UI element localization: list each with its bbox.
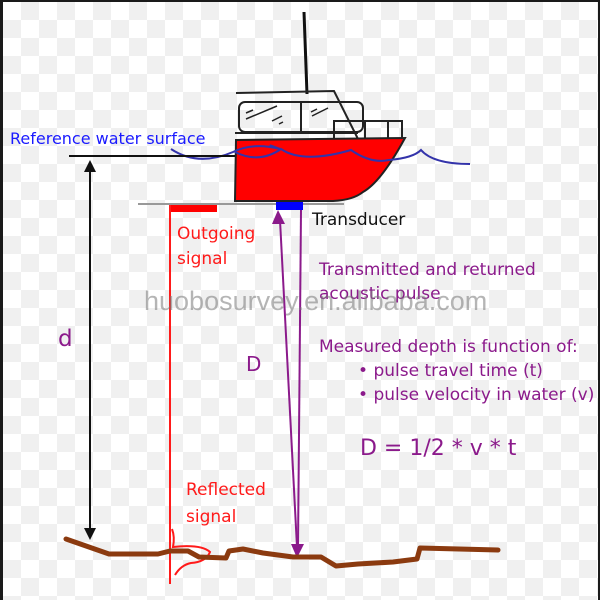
boat-mast — [302, 11, 309, 95]
arrow-down-icon — [291, 544, 304, 558]
reflected-signal-label-line2: signal — [186, 507, 237, 527]
watermark: huobosurvey.en.alibaba.com — [144, 286, 488, 316]
depth-formula: D = 1/2 * v * t — [360, 436, 517, 461]
boat-deck-rail — [333, 120, 403, 138]
arrow-up-icon — [272, 210, 285, 224]
transmit-pulse-line — [297, 209, 302, 548]
function-factors-list: pulse travel time (t) pulse velocity in … — [358, 359, 594, 407]
arrow-down-icon — [84, 528, 96, 540]
transducer-label: Transducer — [312, 210, 406, 230]
depth-D-label: D — [246, 352, 262, 376]
reflected-signal-label-line1: Reflected — [186, 480, 266, 500]
outgoing-signal-label-line1: Outgoing — [177, 224, 256, 244]
bullet-travel-time: pulse travel time (t) — [358, 359, 594, 383]
reference-water-surface-label: Reference water surface — [10, 129, 206, 148]
transducer-block — [276, 202, 303, 210]
echo-sounding-illustration — [63, 11, 501, 584]
arrow-up-icon — [84, 160, 96, 172]
reflected-signal-curve — [171, 528, 212, 576]
water-surface-wave — [170, 144, 471, 165]
outgoing-signal-label-line2: signal — [177, 249, 228, 269]
return-pulse-line — [279, 219, 298, 548]
pulse-label-line2: acoustic pulse — [319, 284, 441, 304]
depth-d-label: d — [58, 326, 73, 352]
seabed — [63, 536, 501, 569]
pulse-label-line1: Transmitted and returned — [319, 260, 536, 280]
boat-hull — [233, 136, 407, 202]
function-heading: Measured depth is function of: — [319, 337, 578, 357]
outgoing-signal-pulse — [171, 205, 217, 212]
bullet-velocity: pulse velocity in water (v) — [358, 383, 594, 407]
boat-cabin-roof — [235, 89, 359, 140]
